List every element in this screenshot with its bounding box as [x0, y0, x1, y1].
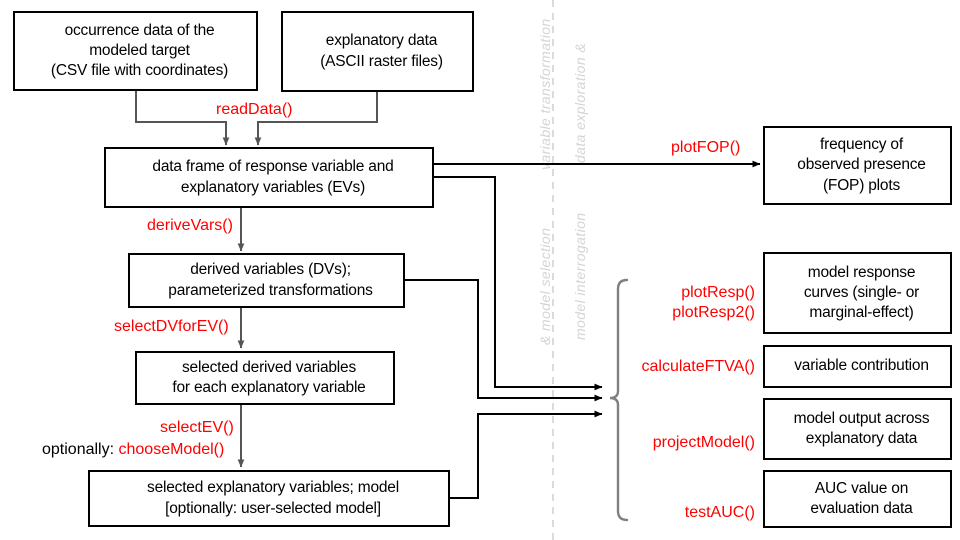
line: (FOP) plots — [822, 176, 901, 194]
line: explanatory variables (EVs) — [180, 178, 366, 196]
line: variable contribution — [794, 357, 929, 375]
fn-label-plot-fop: plotFOP() — [671, 139, 741, 156]
optionally-prefix: optionally: — [42, 441, 119, 458]
line: [optionally: user-selected model] — [165, 499, 381, 517]
line: (CSV file with coordinates) — [50, 62, 229, 80]
box-occurrence-data-text: occurrence data of the modeled target (C… — [15, 21, 256, 81]
fn-label-project-model: projectModel() — [652, 434, 755, 451]
line: marginal-effect) — [809, 304, 914, 322]
box-occurrence-data: occurrence data of the modeled target (C… — [13, 11, 258, 91]
fn-label-plot-resp2: plotResp2() — [672, 304, 755, 321]
fn-label-select-dv-for-ev: selectDVforEV() — [114, 318, 229, 335]
line: for each explanatory variable — [172, 379, 366, 396]
line: selected explanatory variables; model — [147, 479, 399, 497]
line: occurrence data of the — [64, 21, 215, 39]
line: (ASCII raster files) — [320, 52, 443, 70]
box-model-response-curves: model response curves (single- or margin… — [763, 252, 952, 334]
box-selected-derived-variables: selected derived variables for each expl… — [135, 351, 395, 405]
box-auc-value-text: AUC value on evaluation data — [765, 479, 950, 519]
line: observed presence — [797, 156, 926, 174]
fn-label-read-data: readData() — [216, 101, 293, 118]
line: model output across — [793, 409, 930, 427]
box-model-output: model output across explanatory data — [763, 398, 952, 460]
fn-label-test-auc: testAUC() — [684, 504, 755, 521]
box-selected-explanatory-variables-text: selected explanatory variables; model [o… — [90, 478, 448, 518]
line: modeled target — [89, 41, 190, 59]
line: curves (single- or — [803, 283, 920, 301]
line: frequency of — [820, 136, 903, 154]
box-variable-contribution: variable contribution — [763, 345, 952, 388]
fn-label-plot-resp: plotResp() — [681, 284, 755, 301]
choose-model-call: chooseModel() — [118, 441, 225, 458]
line: explanatory data — [325, 32, 438, 50]
box-derived-variables: derived variables (DVs); parameterized t… — [128, 253, 405, 308]
box-model-output-text: model output across explanatory data — [765, 409, 950, 449]
box-variable-contribution-text: variable contribution — [765, 356, 950, 376]
box-data-frame: data frame of response variable and expl… — [104, 147, 434, 208]
box-selected-derived-variables-text: selected derived variables for each expl… — [137, 358, 393, 398]
fn-label-derive-vars: deriveVars() — [147, 217, 233, 234]
fn-label-select-ev: selectEV() — [160, 419, 234, 436]
line: model response — [807, 263, 916, 281]
line: parameterized transformations — [168, 281, 373, 299]
line: derived variables (DVs); — [190, 261, 351, 279]
box-fop-plots-text: frequency of observed presence (FOP) plo… — [765, 135, 950, 195]
line: evaluation data — [810, 500, 913, 517]
box-data-frame-text: data frame of response variable and expl… — [106, 157, 432, 197]
box-fop-plots: frequency of observed presence (FOP) plo… — [763, 126, 952, 205]
fn-label-calculate-ftva: calculateFTVA() — [641, 358, 755, 375]
line: data frame of response variable and — [152, 158, 394, 176]
box-auc-value: AUC value on evaluation data — [763, 470, 952, 528]
box-explanatory-data-text: explanatory data (ASCII raster files) — [283, 31, 472, 71]
box-model-response-curves-text: model response curves (single- or margin… — [765, 263, 950, 323]
line: explanatory data — [805, 430, 918, 447]
line: selected derived variables — [181, 358, 356, 376]
box-selected-explanatory-variables: selected explanatory variables; model [o… — [88, 470, 450, 527]
box-derived-variables-text: derived variables (DVs); parameterized t… — [130, 260, 403, 300]
line: AUC value on — [814, 479, 909, 497]
box-explanatory-data: explanatory data (ASCII raster files) — [281, 11, 474, 92]
fn-label-choose-model: optionally: chooseModel() — [42, 440, 224, 460]
